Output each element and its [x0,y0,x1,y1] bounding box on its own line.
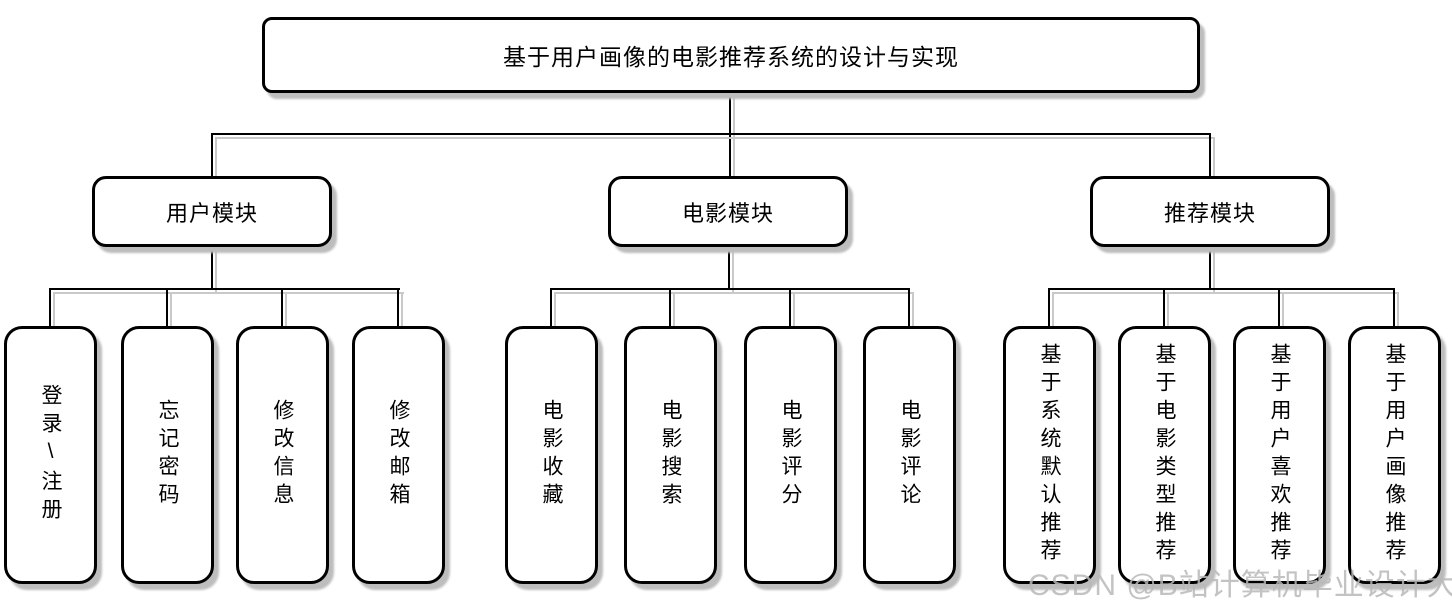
leaf-label: 电影评分 [779,399,802,511]
connector-movie-drop-1 [550,288,552,327]
connector-user-drop-4 [397,288,399,327]
leaf-label: 基于用户喜欢推荐 [1268,343,1291,567]
node-rec-user-profile: 基于用户画像推荐 [1348,326,1441,584]
connector-level1-to-user [211,133,213,177]
connector-movie-horizontal [550,288,910,290]
connector-movie-drop-2 [669,288,671,327]
node-root-title: 基于用户画像的电影推荐系统的设计与实现 [262,17,1200,93]
connector-movie-drop-3 [789,288,791,327]
recommend-module-label: 推荐模块 [1163,200,1256,226]
connector-level1-to-rec [1209,133,1211,177]
leaf-label: 忘记密码 [156,399,179,511]
leaf-label: 电影收藏 [540,399,563,511]
root-title-label: 基于用户画像的电影推荐系统的设计与实现 [503,44,959,70]
connector-user-drop-1 [49,288,51,327]
connector-user-drop-3 [281,288,283,327]
leaf-label: 基于电影类型推荐 [1153,343,1176,567]
connector-rec-drop-2 [1163,288,1165,327]
connector-rec-drop-3 [1278,288,1280,327]
node-movie-search: 电影搜索 [624,326,717,584]
leaf-label: 修改邮箱 [387,399,410,511]
node-forgot-password: 忘记密码 [121,326,214,584]
node-movie-comment: 电影评论 [863,326,956,584]
leaf-label: 登录\注册 [39,384,62,526]
connector-movie-drop-4 [908,288,910,327]
node-rec-user-likes: 基于用户喜欢推荐 [1233,326,1326,584]
node-user-module: 用户模块 [92,176,332,247]
connector-movie-stem [728,247,730,289]
node-movie-rating: 电影评分 [744,326,837,584]
leaf-label: 基于系统默认推荐 [1038,343,1061,567]
node-movie-module: 电影模块 [608,176,848,247]
leaf-label: 电影评论 [898,399,921,511]
node-movie-favorite: 电影收藏 [505,326,598,584]
node-rec-system-default: 基于系统默认推荐 [1003,326,1096,584]
node-edit-info: 修改信息 [236,326,329,584]
node-login-register: 登录\注册 [4,326,97,584]
csdn-watermark: CSDN @B站计算机毕业设计大学 [1028,569,1452,602]
node-rec-movie-genre: 基于电影类型推荐 [1118,326,1211,584]
connector-rec-horizontal [1048,288,1394,290]
connector-rec-drop-1 [1048,288,1050,327]
movie-module-label: 电影模块 [681,200,774,226]
leaf-label: 电影搜索 [659,399,682,511]
user-module-label: 用户模块 [165,200,258,226]
connector-user-horizontal [49,288,400,290]
connector-user-stem [211,247,213,289]
connector-root-to-movie [729,93,731,177]
connector-rec-stem [1209,247,1211,289]
leaf-label: 基于用户画像推荐 [1383,343,1406,567]
node-recommend-module: 推荐模块 [1090,176,1330,247]
connector-level1-horizontal [211,133,1211,135]
connector-user-drop-2 [166,288,168,327]
node-edit-email: 修改邮箱 [352,326,445,584]
connector-rec-drop-4 [1393,288,1395,327]
leaf-label: 修改信息 [271,399,294,511]
